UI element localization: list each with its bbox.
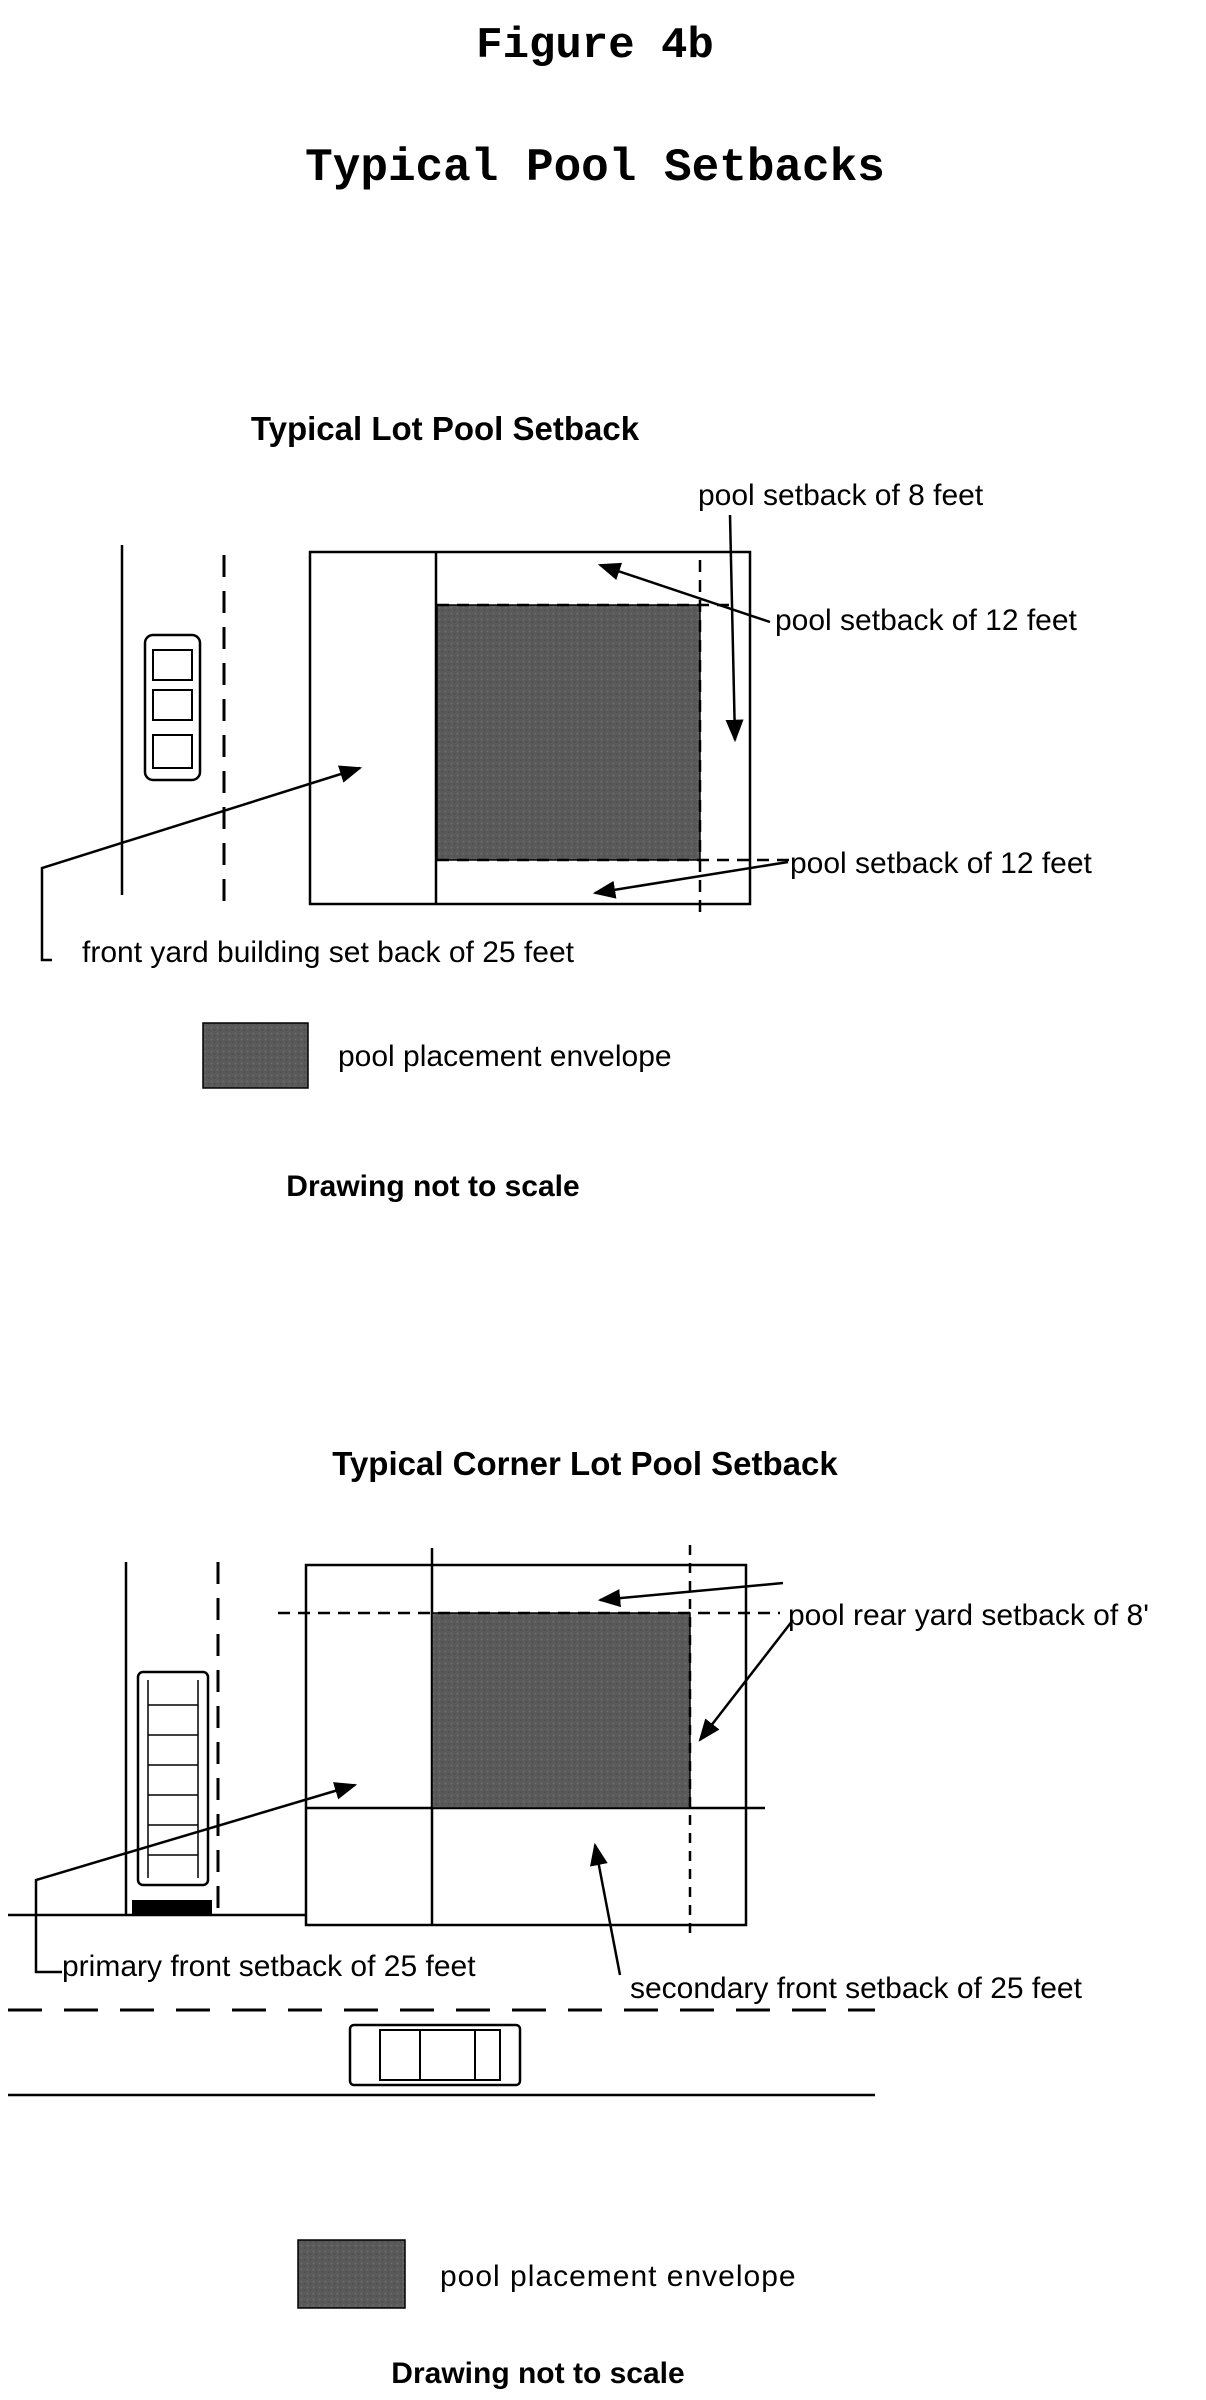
secondary-front-arrow [589,1842,622,1976]
legend-swatch [202,1022,309,1089]
typical-lot-section: Typical Lot Pool Setback pool setback of… [40,410,1093,1203]
bottom-setback-arrow [592,860,789,899]
figure-number: Figure 4b [476,21,714,71]
legend-label: pool placement envelope [338,1040,672,1073]
corner-lot-boundary [304,1563,748,1927]
side-setback-callout: pool setback of 8 feet [698,479,984,512]
not-to-scale-note: Drawing not to scale [286,1170,579,1203]
front-yard-callout: front yard building set back of 25 feet [82,936,575,969]
rear-yard-callout: pool rear yard setback of 8' [788,1599,1149,1632]
top-setback-arrow [597,562,771,624]
primary-front-leader [34,1782,358,1974]
side-setback-arrow [725,514,744,743]
bottom-setback-callout: pool setback of 12 feet [790,847,1093,880]
top-setback-callout: pool setback of 12 feet [775,604,1078,637]
car-icon [143,633,202,782]
lot-boundary [308,550,752,906]
typical-lot-heading: Typical Lot Pool Setback [251,410,640,447]
corner-lot-heading: Typical Corner Lot Pool Setback [332,1445,838,1482]
primary-front-callout: primary front setback of 25 feet [62,1950,476,1983]
pool-placement-envelope [431,1612,691,1809]
bus-icon [132,1670,212,1916]
secondary-front-callout: secondary front setback of 25 feet [630,1972,1083,2005]
pool-placement-envelope [436,604,701,861]
rear-yard-arrow-top [597,1581,784,1608]
front-yard-leader [40,765,363,962]
figure-title: Typical Pool Setbacks [305,142,885,194]
corner-lot-section: Typical Corner Lot Pool Setback [8,1445,1149,2390]
not-to-scale-note: Drawing not to scale [391,2357,684,2390]
legend-label: pool placement envelope [440,2260,797,2293]
car-icon [348,2023,522,2087]
legend-swatch [297,2239,406,2309]
rear-yard-arrow-side [698,1619,794,1742]
